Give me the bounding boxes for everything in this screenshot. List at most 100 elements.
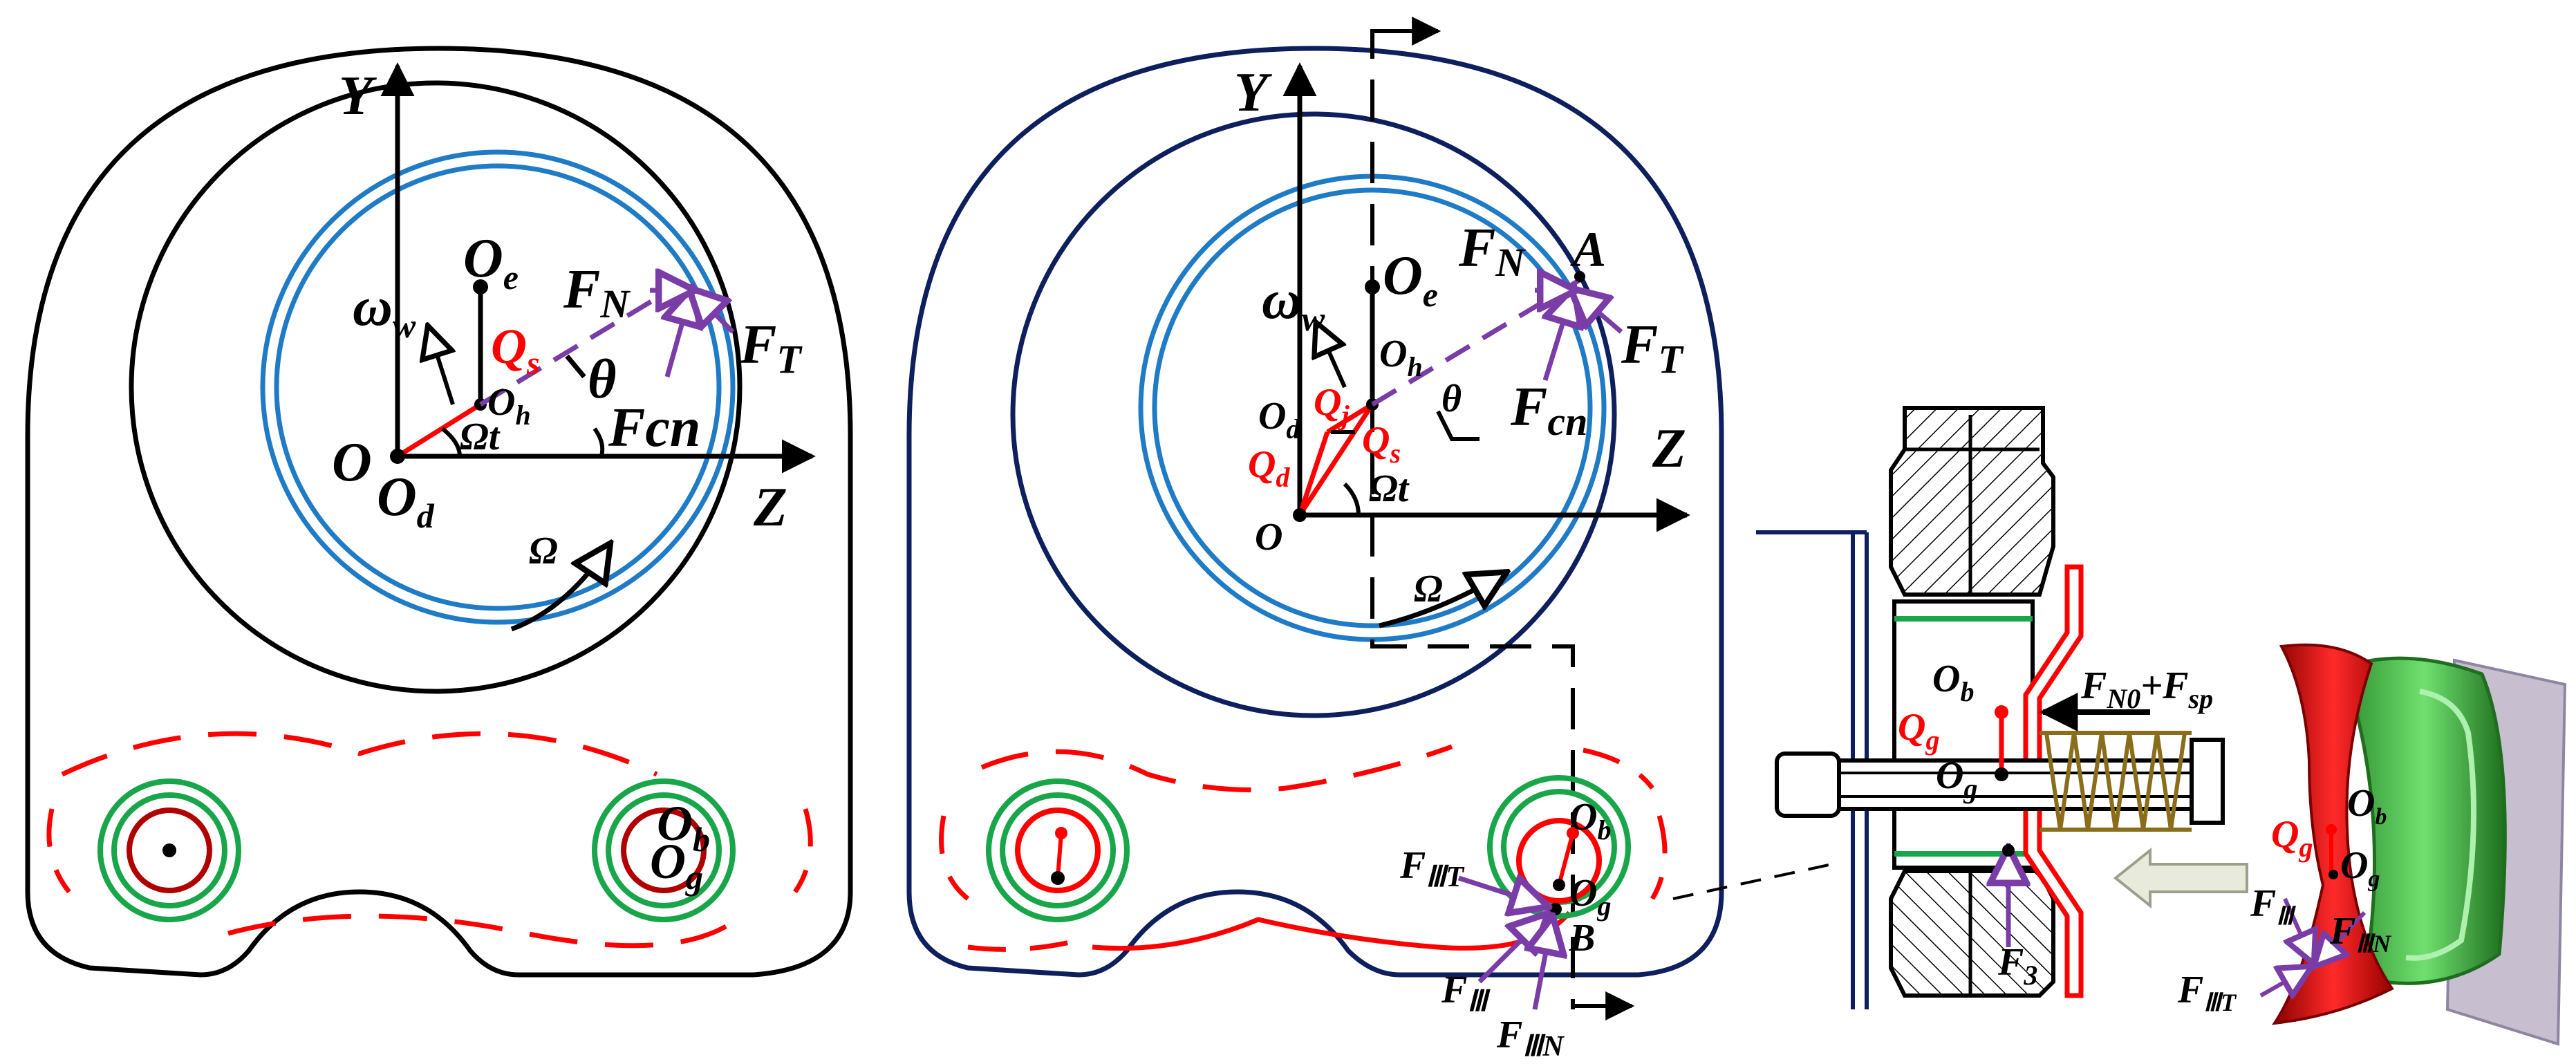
left-label-qs: Qs xyxy=(491,319,540,382)
mid-fcn-arrow xyxy=(1545,290,1573,382)
left-fcn-arrow xyxy=(667,290,691,377)
mid-red-bottom-left xyxy=(967,937,1079,952)
left-omega-arc xyxy=(510,546,608,632)
left-omega-t-arc xyxy=(441,427,462,457)
mid-label-o: O xyxy=(1255,516,1282,559)
left-omega-w-arrow xyxy=(429,328,453,405)
mid-red-top-arc xyxy=(980,744,1453,792)
mid-label-qj: Qj xyxy=(1314,381,1350,431)
left-qs-vector xyxy=(396,402,482,458)
mid-label-y: Y xyxy=(1234,62,1272,123)
mid-label-qd: Qd xyxy=(1248,443,1290,493)
mid-label-a: A xyxy=(1570,222,1606,277)
left-label-ft: FT xyxy=(739,315,803,382)
mid-leader-to-section xyxy=(1672,863,1833,900)
mid-label-omega-w: ωw xyxy=(1262,270,1325,338)
left-label-omega: Ω xyxy=(529,530,558,572)
mid-f3n-arrow xyxy=(1535,920,1552,1010)
mid-label-f3n: FⅢN xyxy=(1496,1014,1565,1063)
left-label-fcn: Fcn xyxy=(608,398,700,458)
mid-point-a xyxy=(1574,271,1585,282)
sec-label-ob: Ob xyxy=(1932,657,1974,707)
left-label-oh: Oh xyxy=(487,381,531,431)
mid-label-oe: Oe xyxy=(1383,245,1438,314)
sec-label-og: Og xyxy=(1936,754,1977,804)
left-label-od: Od xyxy=(377,467,435,535)
left-dashed-side-right xyxy=(793,808,813,894)
mid-origin-point xyxy=(1293,508,1307,522)
mid-omega-t-arc xyxy=(1343,482,1361,516)
left-housing-outline xyxy=(25,46,853,978)
mid-ring-inner xyxy=(1152,187,1593,628)
left-label-og: Og xyxy=(650,834,703,897)
left-dashed-side-left xyxy=(46,808,71,894)
3d-label-ob: Ob xyxy=(2347,782,2387,830)
mid-label-oh: Oh xyxy=(1379,333,1423,382)
mid-label-omega-t: Ωt xyxy=(1369,467,1410,510)
left-inner-bore xyxy=(129,80,743,694)
mid-label-fn: FN xyxy=(1458,218,1526,285)
mid-label-z: Z xyxy=(1652,418,1686,479)
mid-theta-mark xyxy=(1436,410,1480,441)
mid-omega-w-arrow xyxy=(1317,325,1345,389)
sec-nut xyxy=(2190,738,2225,825)
left-label-theta: θ xyxy=(588,349,617,410)
left-label-y: Y xyxy=(339,66,377,127)
sec-bolt-shank xyxy=(1837,758,2214,811)
mid-oe-point xyxy=(1365,279,1380,295)
mid-label-od: Od xyxy=(1258,395,1300,445)
mid-red-side-left xyxy=(939,815,970,901)
middle-panel: Y Z O Od Oe Oh ωw Qj Qd Qs Ωt θ Fcn FN F… xyxy=(906,17,1833,1063)
mid-label-ft: FT xyxy=(1621,315,1684,382)
mid-roller-left xyxy=(986,778,1130,922)
left-origin-point xyxy=(390,449,405,464)
sec-spring xyxy=(2040,731,2192,832)
sec-roller-body xyxy=(1892,599,2035,870)
left-label-fn: FN xyxy=(563,259,631,326)
mid-qd-vector xyxy=(1297,431,1330,516)
mid-qs-vector xyxy=(1298,403,1374,516)
3d-label-f3: FⅢ xyxy=(2250,882,2296,930)
mid-red-top-right xyxy=(1583,747,1654,790)
left-ring-inner xyxy=(274,163,722,611)
3d-hollow-arrow xyxy=(2113,847,2248,909)
left-ring-outer xyxy=(260,149,736,625)
left-roller-right xyxy=(592,778,736,922)
left-label-oe: Oe xyxy=(463,228,519,297)
left-fcn-arc xyxy=(592,427,605,457)
left-label-omega-w: ωw xyxy=(353,277,416,345)
mid-label-ob: Ob xyxy=(1569,796,1611,846)
mid-label-fcn: Fcn xyxy=(1510,377,1587,444)
mid-label-b: B xyxy=(1569,917,1595,960)
3d-label-f3t: FⅢT xyxy=(2177,969,2237,1016)
3d-f3-arrow xyxy=(2285,897,2313,961)
left-label-z: Z xyxy=(753,477,787,538)
mid-housing-outline xyxy=(906,46,1724,978)
mid-label-f3: FⅢ xyxy=(1441,969,1491,1018)
mid-red-side-right xyxy=(1650,815,1668,900)
left-roller-left xyxy=(97,778,241,922)
3d-green-inner xyxy=(2405,689,2476,961)
section-panel: Ob Qg Og FN0+Fsp F3 xyxy=(1756,406,2225,1009)
3d-label-f3n: FⅢN xyxy=(2329,910,2392,958)
mid-label-f3t: FⅢT xyxy=(1399,844,1465,893)
sec-label-f3: F3 xyxy=(1997,941,2037,991)
left-panel: Y Z O Od Oe Oh ωw Qs Ωt θ Fcn FN FT Ω Ob… xyxy=(25,46,853,978)
mid-inner-bore xyxy=(1010,111,1617,718)
left-fn-dashed-line xyxy=(479,281,682,407)
mid-omega-arc xyxy=(1379,574,1504,628)
3d-f3n-arrow xyxy=(2316,911,2367,964)
3d-f3t-arrow xyxy=(2259,968,2309,996)
mid-label-omega: Ω xyxy=(1414,568,1443,610)
left-label-o: O xyxy=(332,432,372,493)
3d-label-og: Og xyxy=(2340,844,2380,892)
3d-panel: Ob Qg Og FⅢ FⅢN FⅢT xyxy=(2113,643,2567,1046)
mid-ft-arrow xyxy=(1573,290,1623,334)
sec-red-plate xyxy=(2023,564,2084,998)
left-dashed-bottom-arc xyxy=(227,913,727,949)
sec-label-qg: Qg xyxy=(1898,706,1939,756)
left-oe-point xyxy=(473,279,488,295)
left-theta-arc xyxy=(565,354,586,379)
mid-label-qs: Qs xyxy=(1362,419,1401,469)
